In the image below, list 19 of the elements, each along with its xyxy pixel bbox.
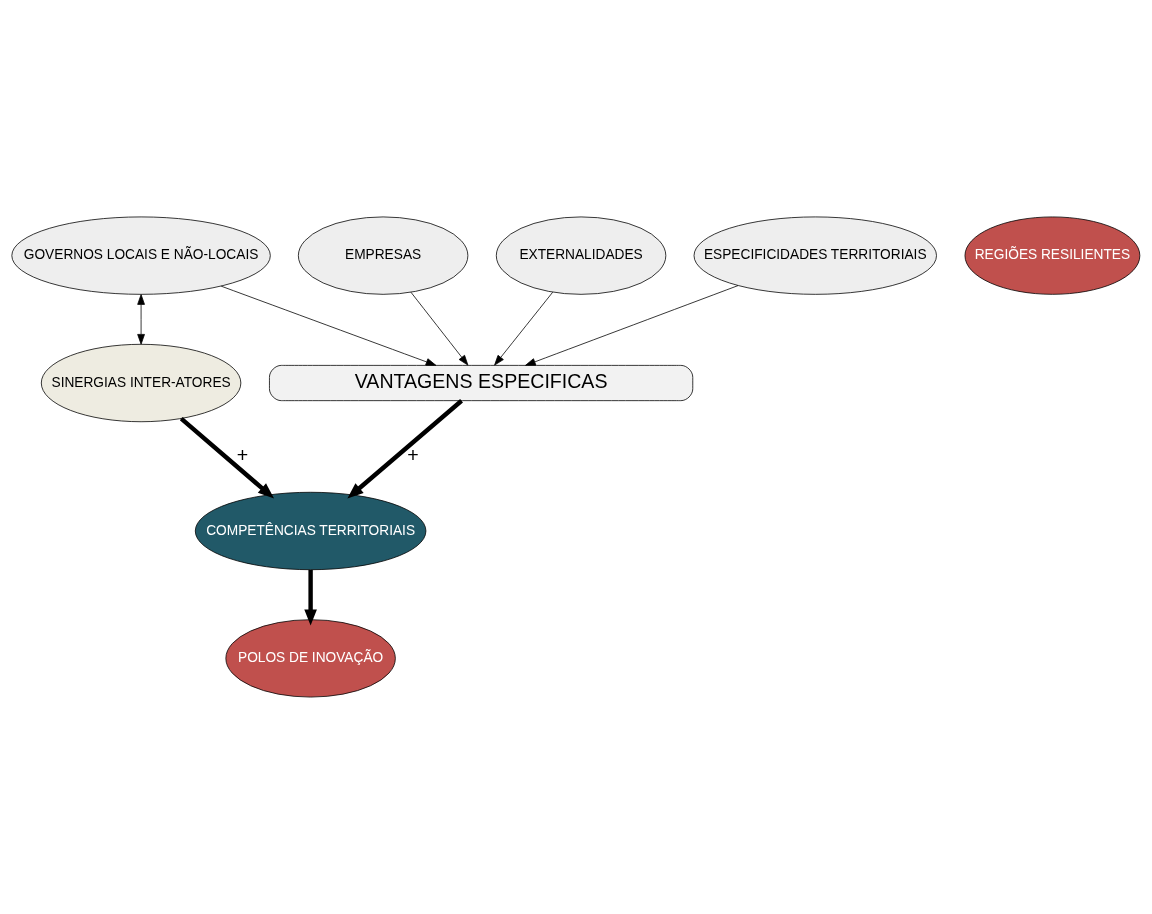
node-ellipse: COMPETÊNCIAS TERRITORIAIS [194,491,427,571]
edge-label: + [407,443,419,466]
arrow [304,569,317,626]
node-ellipse: EMPRESAS [297,216,469,295]
edge-label: + [236,443,249,466]
node-ellipse: SINERGIAS INTER-ATORES [40,343,242,423]
node-ellipse: REGIÕES RESILIENTES [964,216,1141,295]
arrow [494,291,554,366]
node-ellipse: EXTERNALIDADES [495,216,667,295]
arrow [220,285,437,366]
arrow [410,291,469,366]
arrow [179,416,275,499]
arrow [347,399,463,499]
node-ellipse: POLOS DE INOVAÇÃO [225,619,396,698]
node-box: VANTAGENS ESPECIFICAS [269,365,694,402]
arrow [137,294,145,345]
node-ellipse: GOVERNOS LOCAIS E NÃO-LOCAIS [11,216,271,295]
arrow [525,285,739,366]
node-ellipse: ESPECIFICIDADES TERRITORIAIS [693,216,937,295]
